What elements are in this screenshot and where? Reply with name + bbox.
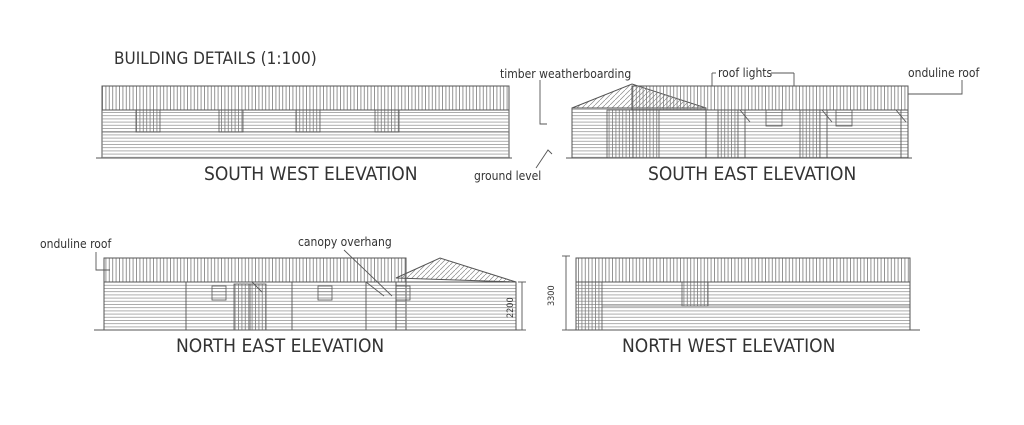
elevation-label-south-east: SOUTH EAST ELEVATION [648, 163, 856, 185]
elevation-label-south-west: SOUTH WEST ELEVATION [204, 163, 417, 185]
leader-onduline-roof [908, 80, 963, 95]
label-onduline-roof-top: onduline roof [908, 66, 980, 80]
label-onduline-roof-bottom: onduline roof [40, 237, 112, 251]
leader-ground-level [535, 149, 553, 169]
posts [135, 109, 400, 133]
door [717, 109, 739, 159]
window [681, 281, 709, 307]
window [765, 109, 783, 127]
label-roof-lights: roof lights [718, 66, 773, 80]
gable-roof [395, 257, 517, 283]
window [317, 285, 333, 301]
leader-onduline-roof [95, 252, 110, 271]
window [211, 285, 227, 301]
leader-canopy-overhang [343, 249, 393, 297]
north-east-elevation: NORTH EAST ELEVATION [94, 257, 520, 357]
onduline-roof-band [575, 257, 911, 283]
elevation-label-north-east: NORTH EAST ELEVATION [176, 335, 384, 357]
north-west-elevation: NORTH WEST ELEVATION [568, 257, 920, 357]
dimension-ridge: 3300 [547, 285, 557, 306]
south-west-elevation: SOUTH WEST ELEVATION [96, 85, 512, 185]
onduline-roof-band [103, 257, 407, 283]
onduline-roof-band [101, 85, 510, 111]
elevation-label-north-west: NORTH WEST ELEVATION [622, 335, 835, 357]
drawing-title: BUILDING DETAILS (1:100) [114, 49, 317, 69]
label-ground-level: ground level [474, 169, 541, 183]
label-timber-weatherboarding: timber weatherboarding [500, 67, 631, 81]
dimension-eaves: 2200 [506, 297, 516, 318]
leader-timber-weatherboarding [539, 80, 547, 125]
onduline-roof-band [631, 85, 909, 111]
south-east-elevation: SOUTH EAST ELEVATION [566, 83, 912, 185]
label-canopy-overhang: canopy overhang [298, 235, 392, 249]
door [799, 109, 821, 159]
annotations-bottom: onduline roof canopy overhang [40, 235, 393, 297]
corner-post [575, 281, 603, 331]
dimensions: 2200 3300 [506, 255, 570, 331]
window [835, 109, 853, 127]
annotations-top: timber weatherboarding roof lights ondul… [474, 66, 980, 183]
gable-wall [395, 281, 517, 331]
window [395, 285, 411, 301]
